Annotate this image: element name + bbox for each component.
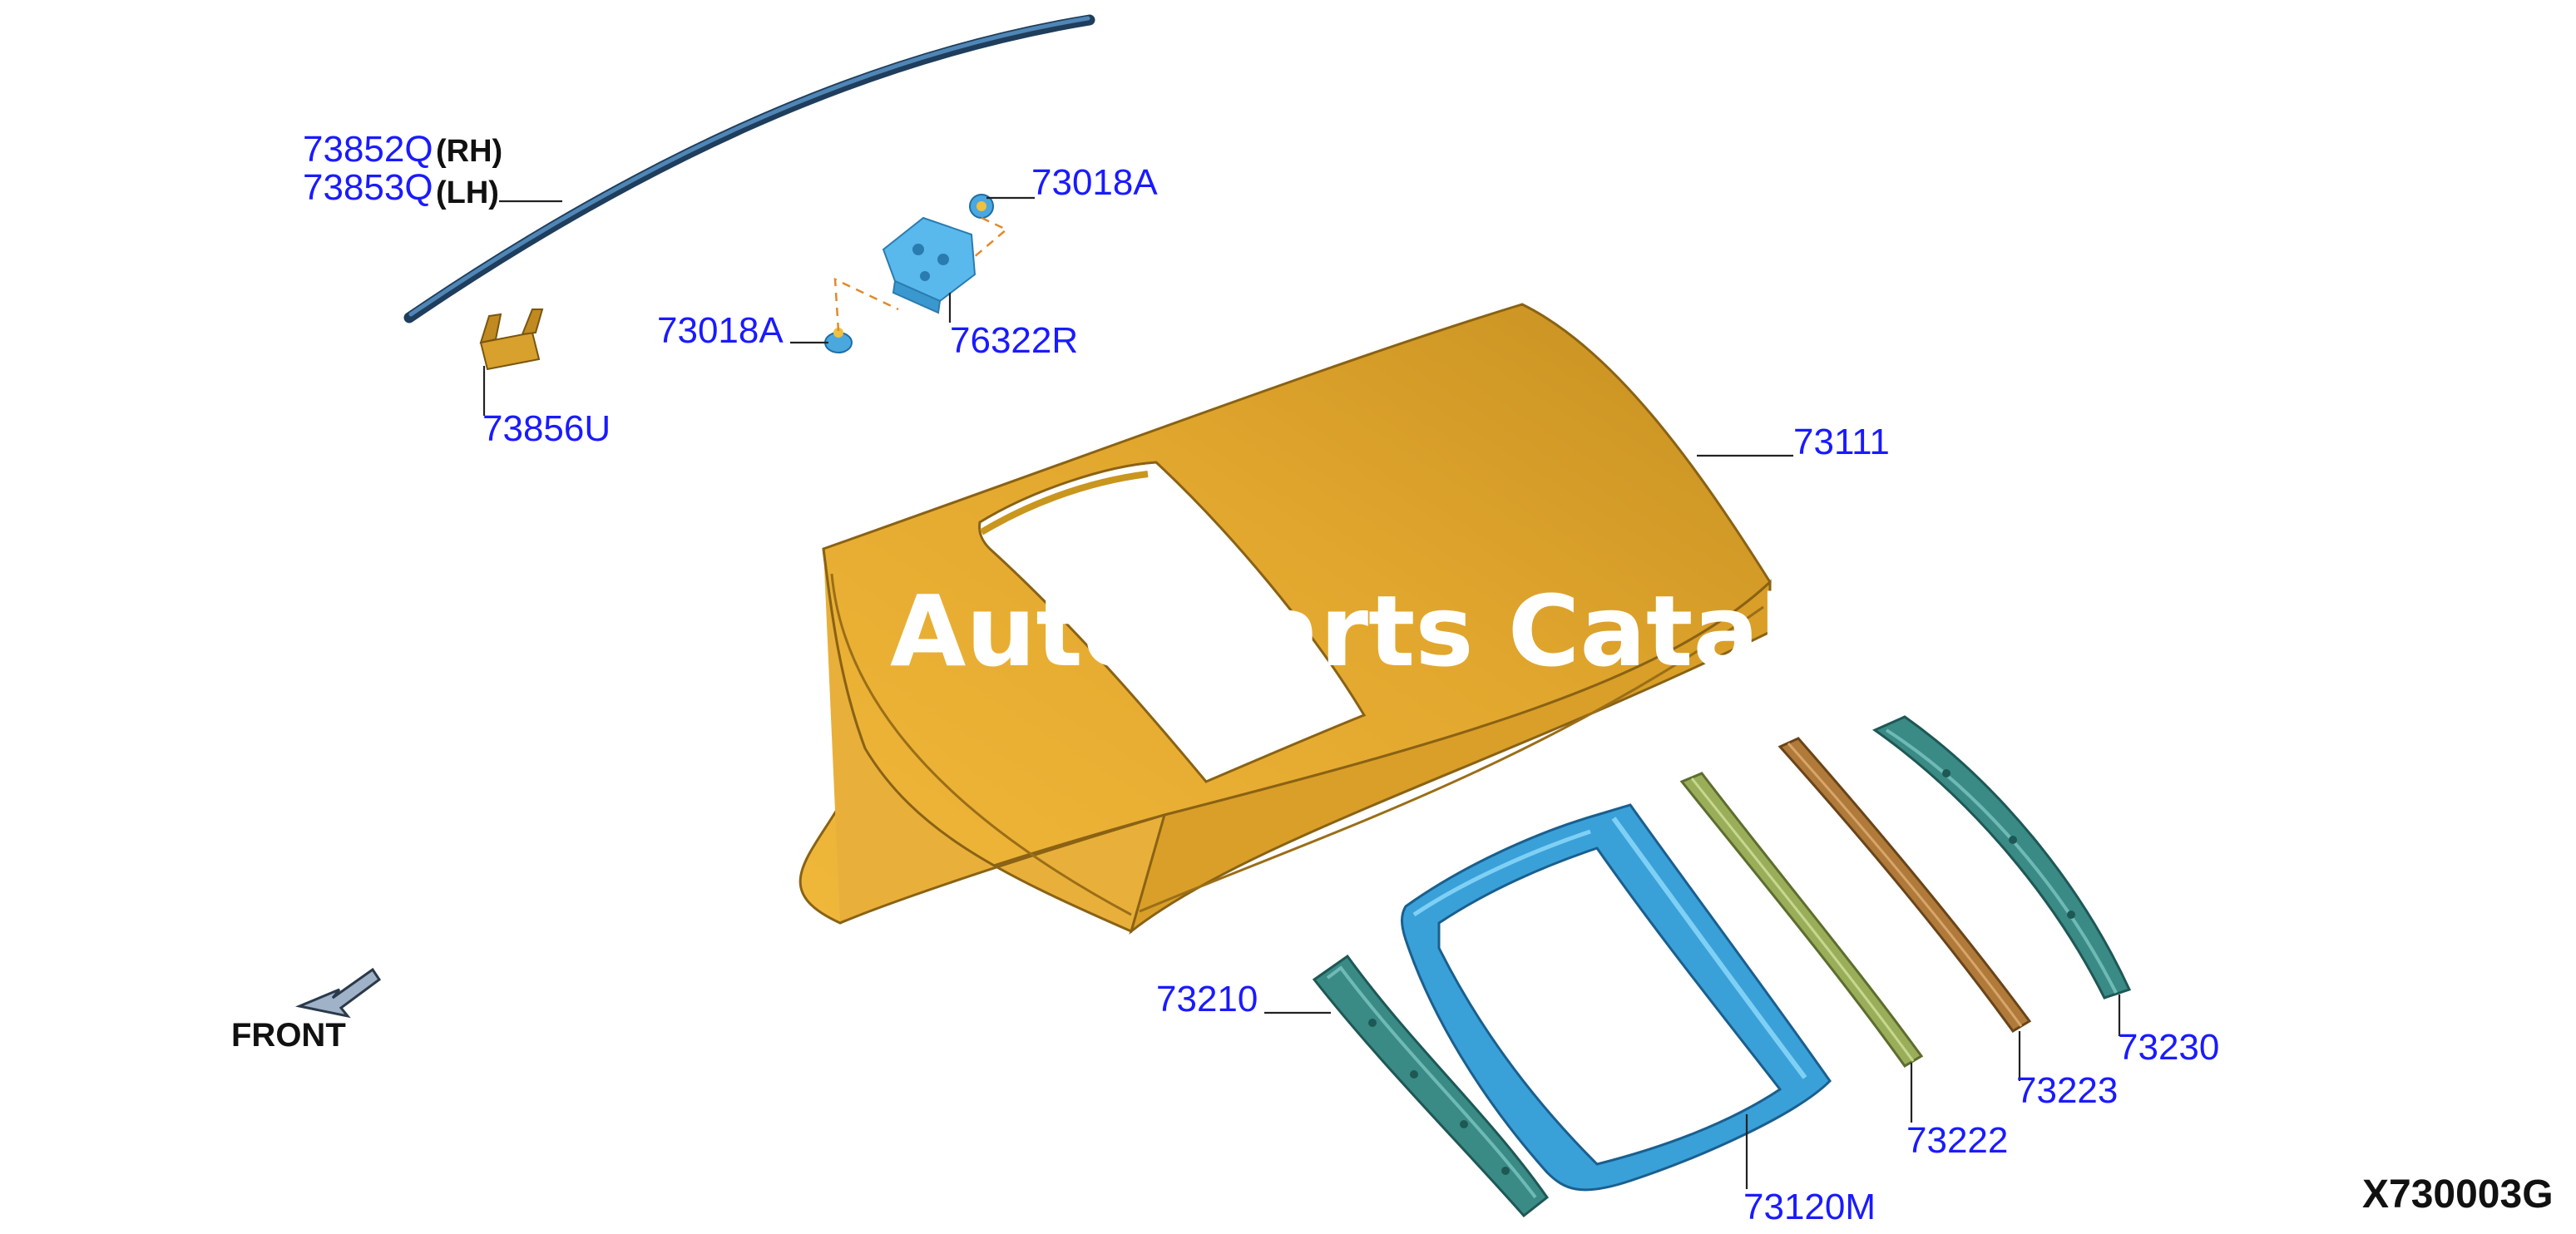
- roof-bow-1[interactable]: [1679, 772, 1924, 1068]
- clip-lower[interactable]: [824, 328, 853, 353]
- sunroof-frame[interactable]: [1401, 803, 1832, 1192]
- front-rail[interactable]: [1312, 954, 1550, 1218]
- rh-suffix: (RH): [436, 134, 502, 169]
- roof-molding[interactable]: [403, 14, 1095, 323]
- callout-rear-rail[interactable]: 73230: [2118, 1027, 2219, 1068]
- callout-molding-lh[interactable]: 73853Q: [303, 167, 433, 208]
- rear-rail[interactable]: [1871, 715, 2132, 1000]
- assembly-line-upper: [972, 216, 1009, 259]
- callout-roof-panel[interactable]: 73111: [1793, 422, 1890, 462]
- lh-suffix: (LH): [436, 175, 499, 210]
- roof-bow-2[interactable]: [1777, 737, 2032, 1033]
- front-label: FRONT: [231, 1017, 346, 1054]
- roof-bracket[interactable]: [882, 216, 977, 314]
- assembly-line-lower: [833, 277, 899, 332]
- callout-bow-1[interactable]: 73222: [1906, 1120, 2008, 1161]
- callout-sunroof-frame[interactable]: 73120M: [1743, 1187, 1876, 1227]
- watermark: Auto Parts Catalog P: [890, 574, 2037, 689]
- callout-clip-lower[interactable]: 73018A: [657, 310, 784, 351]
- callout-clip-upper[interactable]: 73018A: [1031, 162, 1158, 203]
- diagram-code: X730003G: [2362, 1172, 2554, 1217]
- callout-front-rail[interactable]: 73210: [1156, 979, 1258, 1019]
- molding-clip[interactable]: [479, 308, 544, 371]
- callout-bracket[interactable]: 76322R: [950, 320, 1078, 361]
- callout-bow-2[interactable]: 73223: [2016, 1070, 2118, 1111]
- roof-panel[interactable]: [799, 303, 1772, 935]
- callout-clip-small[interactable]: 73856U: [482, 408, 611, 449]
- callout-molding-rh[interactable]: 73852Q: [303, 129, 433, 170]
- front-arrow-icon: [294, 967, 382, 1019]
